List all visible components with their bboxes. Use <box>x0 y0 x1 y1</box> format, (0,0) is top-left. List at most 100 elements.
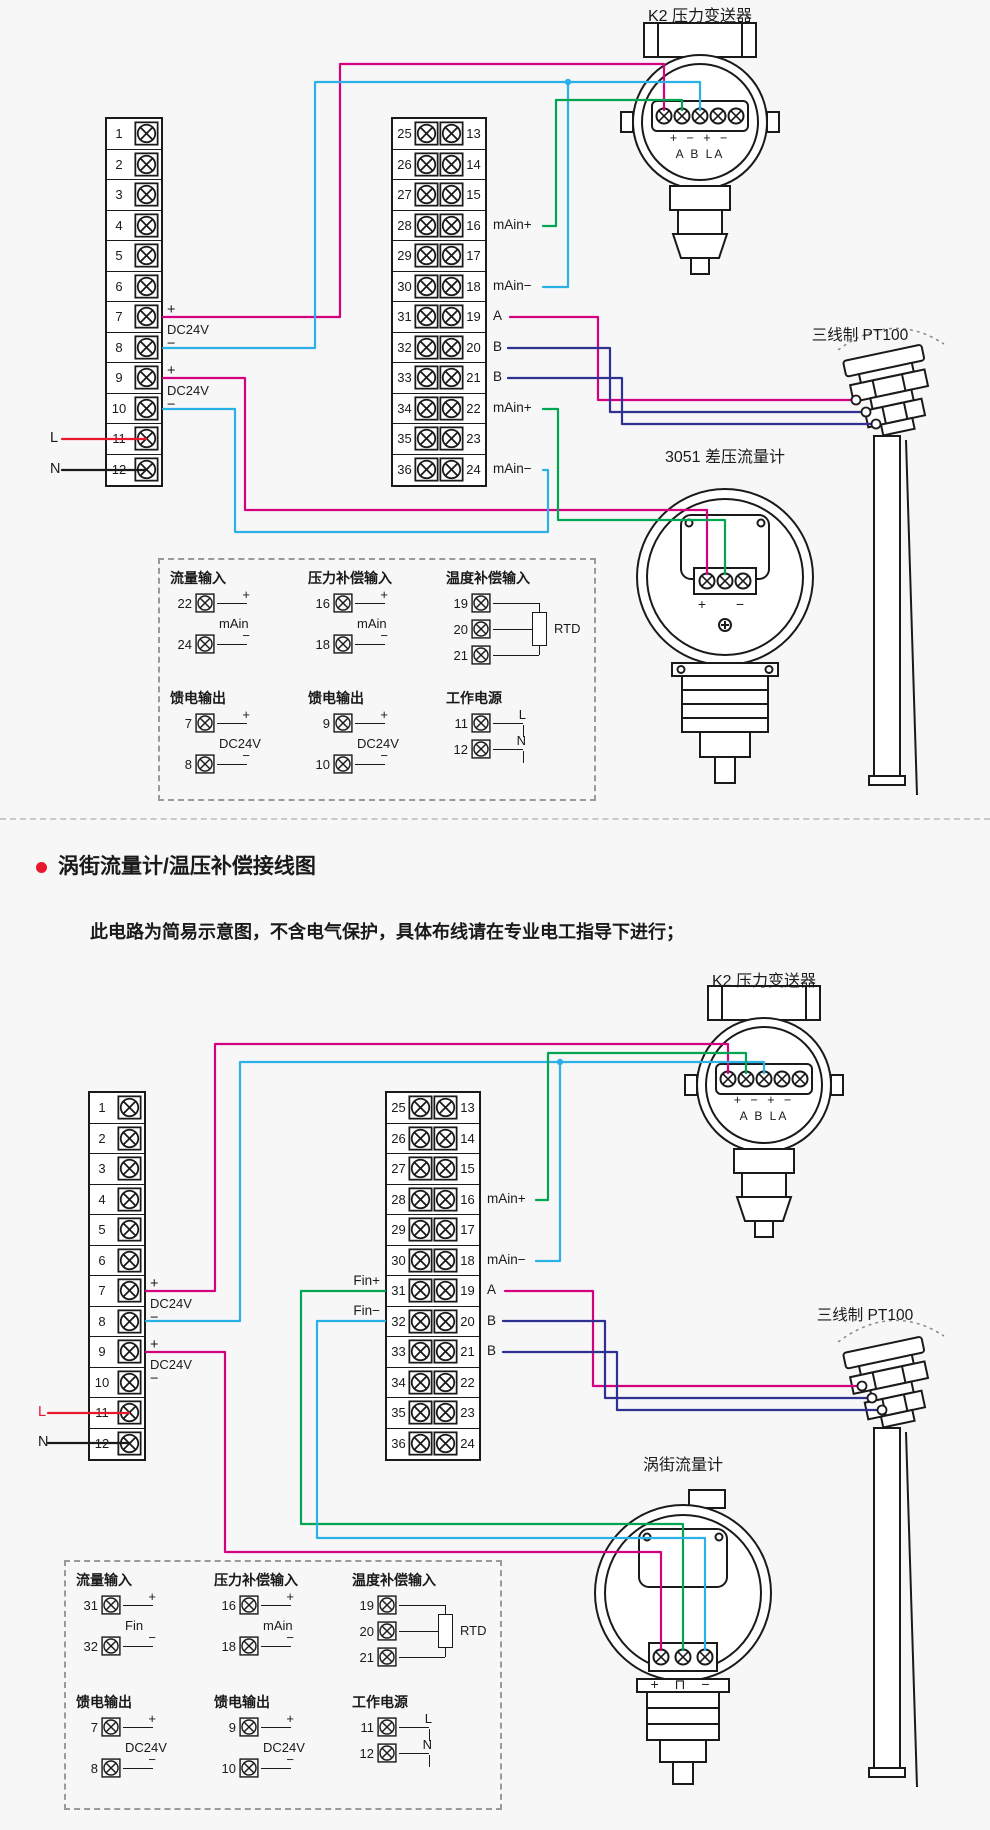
legend-terminal-row: 19 <box>352 1592 502 1618</box>
legend-terminal-number: 19 <box>453 595 468 611</box>
legend-signal-label: DC24V <box>125 1740 167 1755</box>
terminal-number: 13 <box>460 1100 475 1116</box>
dc24v-minus-label: − <box>150 1371 159 1387</box>
legend-wire-stub <box>399 1656 445 1658</box>
terminal-row: 26 14 <box>387 1124 479 1154</box>
terminal-function-label: mAin− <box>487 1251 526 1267</box>
legend-terminal-number: 9 <box>322 715 330 731</box>
screw-terminal-icon <box>239 1595 259 1615</box>
terminal-row: 2 <box>107 150 161 180</box>
screw-terminal-icon <box>414 365 439 390</box>
dc24v-label: DC24V <box>150 1296 192 1311</box>
terminal-number: 17 <box>460 1222 475 1238</box>
terminal-number: 36 <box>397 462 412 478</box>
legend-block-title: 馈电输出 <box>308 690 364 706</box>
terminal-number: 2 <box>115 156 123 172</box>
terminal-row: 6 <box>107 272 161 302</box>
terminal-number: 12 <box>94 1436 110 1452</box>
terminal-number: 14 <box>460 1130 475 1146</box>
terminal-number: 14 <box>466 156 481 172</box>
screw-terminal-icon <box>471 645 491 665</box>
terminal-number: 25 <box>397 126 412 142</box>
legend-block-title: 工作电源 <box>446 690 502 706</box>
screw-terminal-icon <box>333 634 353 654</box>
terminal-row: 5 <box>90 1215 144 1246</box>
legend-terminal-number: 24 <box>177 636 192 652</box>
legend-wire-stub: − <box>217 748 250 765</box>
legend-drop-line <box>429 1728 430 1741</box>
terminal-number: 23 <box>460 1405 475 1421</box>
terminal-row: 7 <box>90 1276 144 1307</box>
dp-flowmeter-label: 3051 差压流量计 <box>664 449 786 466</box>
terminal-number: 1 <box>115 126 123 142</box>
terminal-number: 8 <box>98 1313 106 1329</box>
screw-terminal-icon <box>195 593 215 613</box>
legend-wire-stub <box>493 628 539 630</box>
screw-terminal-icon <box>408 1217 433 1242</box>
legend-terminal-number: 10 <box>315 756 330 772</box>
screw-terminal-icon <box>439 152 464 177</box>
legend-terminal-number: 12 <box>359 1745 374 1761</box>
screw-terminal-icon <box>414 274 439 299</box>
screw-terminal-icon <box>195 713 215 733</box>
screw-terminal-icon <box>195 754 215 774</box>
legend-wire-stub: − <box>123 1752 156 1769</box>
legend-wire-stub: + <box>261 1589 294 1606</box>
legend-signal-label: DC24V <box>263 1740 305 1755</box>
legend-terminal-row: 24− <box>170 628 320 657</box>
legend-wire-stub: + <box>123 1711 156 1728</box>
meter-minus-label: − <box>735 596 745 612</box>
screw-terminal-icon <box>117 1156 142 1181</box>
terminal-number: 18 <box>466 278 481 294</box>
legend-polarity-label: − <box>148 1751 156 1767</box>
terminal-row: 1 <box>90 1093 144 1124</box>
legend-drop-line <box>523 750 524 763</box>
screw-terminal-icon <box>433 1400 458 1425</box>
terminal-number: 33 <box>397 370 412 386</box>
terminal-number: 36 <box>391 1436 406 1452</box>
legend-wire-stub: − <box>123 1630 156 1647</box>
terminal-function-label: mAin+ <box>487 1190 526 1206</box>
terminal-number: 22 <box>466 400 481 416</box>
legend-terminal-row: 10− <box>214 1752 364 1781</box>
legend-signal-label: DC24V <box>357 736 399 751</box>
pt100-label: 三线制 PT100 <box>816 1307 914 1324</box>
screw-terminal-icon <box>134 121 159 146</box>
terminal-row: 8 <box>107 333 161 363</box>
dc24v-plus-label: + <box>150 1276 159 1292</box>
neutral-n-label: N <box>50 461 61 477</box>
terminal-number: 24 <box>460 1436 475 1452</box>
screw-terminal-icon <box>377 1621 397 1641</box>
legend-terminal-number: 8 <box>184 756 192 772</box>
terminal-number: 8 <box>115 339 123 355</box>
k2-transmitter-label: K2 压力变送器 <box>647 8 753 25</box>
legend-wire-stub: − <box>355 628 388 645</box>
terminal-row: 10 <box>90 1368 144 1398</box>
dc24v-label: DC24V <box>150 1357 192 1372</box>
screw-terminal-icon <box>439 396 464 421</box>
screw-terminal-icon <box>433 1278 458 1303</box>
legend-signal-label: mAin <box>357 616 387 631</box>
fin-minus-label: Fin− <box>353 1303 380 1318</box>
screw-terminal-icon <box>408 1339 433 1364</box>
pt100-drawing-2 <box>837 1319 945 1788</box>
legend-wire-stub: − <box>355 748 388 765</box>
legend-wire-stub: − <box>261 1630 294 1647</box>
terminal-number: 26 <box>391 1130 406 1146</box>
terminal-row: 8 <box>90 1307 144 1337</box>
terminal-number: 32 <box>397 339 412 355</box>
terminal-number: 17 <box>466 248 481 264</box>
legend-terminal-row: 22+ <box>170 587 320 616</box>
legend-wire-stub: + <box>355 587 388 604</box>
terminal-row: 7 <box>107 302 161 333</box>
dc24v-plus-label: + <box>167 302 176 318</box>
screw-terminal-icon <box>101 1717 121 1737</box>
screw-terminal-icon <box>433 1126 458 1151</box>
